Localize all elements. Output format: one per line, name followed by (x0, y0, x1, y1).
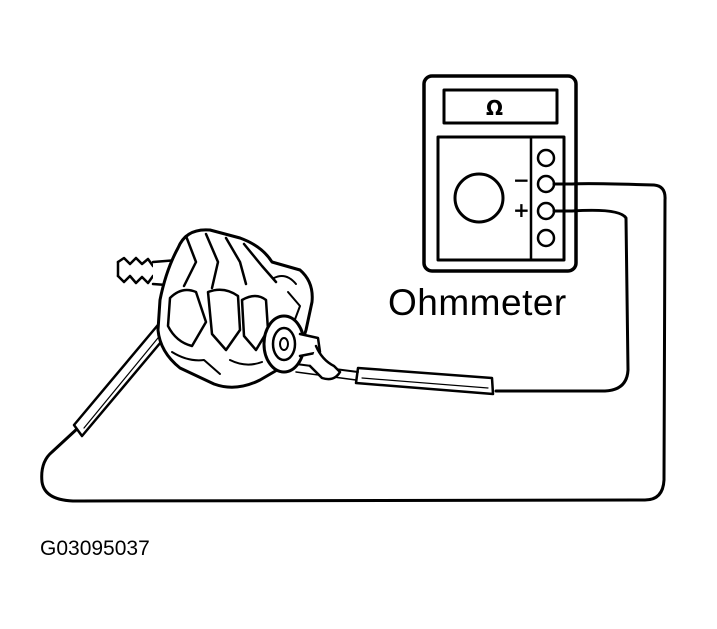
rotor-assembly-icon (116, 228, 342, 389)
figure-id: G03095037 (40, 537, 150, 560)
terminal-minus-label: − (513, 168, 530, 192)
ohmmeter-label: Ohmmeter (388, 282, 567, 323)
ohmmeter-icon (422, 74, 578, 273)
terminal-1 (536, 148, 556, 168)
test-probe-icon (295, 363, 495, 396)
terminal-plus-label: + (513, 198, 530, 222)
terminal-4 (536, 228, 556, 248)
positive-test-lead (494, 208, 630, 393)
negative-test-lead (40, 182, 667, 503)
display-ohm-symbol: Ω (486, 96, 504, 120)
